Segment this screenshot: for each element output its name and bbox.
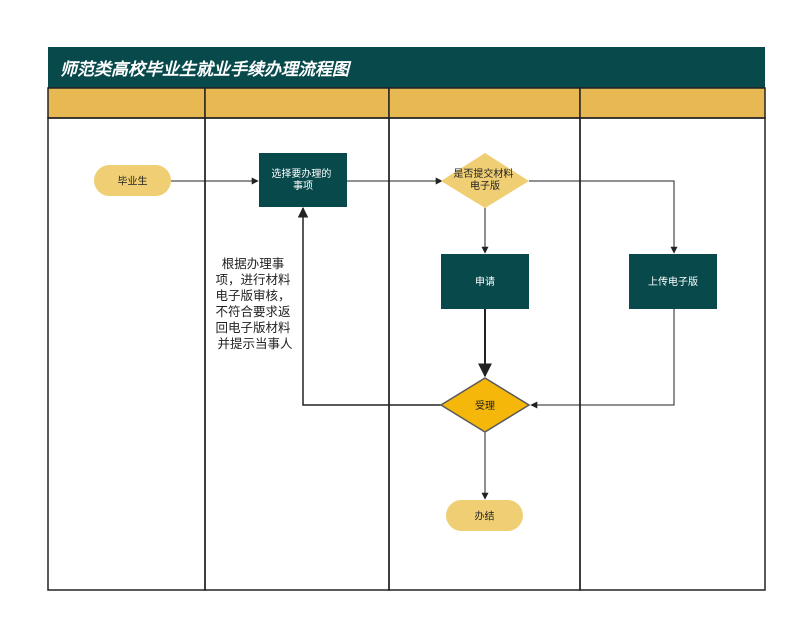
lane-header-2 (204, 87, 390, 119)
title-bar (48, 47, 765, 88)
node-graduate: 毕业生 (94, 165, 171, 196)
lane-header-3 (388, 87, 581, 119)
node-upload: 上传电子版 (629, 254, 717, 309)
return-note-line-6: 并提示当事人 (217, 336, 293, 351)
node-done-label: 办结 (475, 510, 495, 523)
return-note-line-1: 根据办理事 (222, 256, 285, 271)
node-submit-check: 是否提交材料 电子版 (441, 153, 529, 208)
node-apply-label: 申请 (475, 275, 495, 288)
node-submit-check-line-2: 电子版 (470, 179, 500, 192)
edge-upload-to-accept (530, 309, 675, 409)
node-select-item-line-2: 事项 (293, 179, 313, 192)
node-accept: 受理 (439, 377, 531, 433)
lane-header-1 (47, 87, 206, 119)
return-note-line-3: 电子版审核， (216, 288, 291, 303)
lane-header-4 (579, 87, 766, 119)
node-submit-check-label: 是否提交材料 电子版 (453, 167, 516, 192)
node-select-item-label: 选择要办理的 事项 (271, 167, 334, 192)
node-graduate-label: 毕业生 (118, 175, 148, 188)
node-accept-label: 受理 (475, 400, 495, 412)
edge-accept-return-to-select (297, 206, 441, 406)
return-note-line-4: 不符合要求返 (216, 304, 291, 319)
node-select-item-line-1: 选择要办理的 (271, 167, 331, 180)
node-done: 办结 (446, 500, 523, 531)
return-note: 根据办理事 项，进行材料 电子版审核， 不符合要求返 回电子版材料 并提示当事人 (216, 256, 295, 351)
edge-decision-to-upload (529, 180, 678, 254)
node-apply: 申请 (441, 254, 529, 309)
diagram-title: 师范类高校毕业生就业手续办理流程图 (60, 60, 352, 80)
lane-4 (579, 117, 766, 591)
node-submit-check-line-1: 是否提交材料 (453, 167, 513, 180)
return-note-line-2: 项，进行材料 (216, 272, 292, 287)
return-note-line-5: 回电子版材料 (216, 320, 292, 335)
node-select-item: 选择要办理的 事项 (259, 153, 347, 207)
node-upload-label: 上传电子版 (648, 275, 698, 288)
